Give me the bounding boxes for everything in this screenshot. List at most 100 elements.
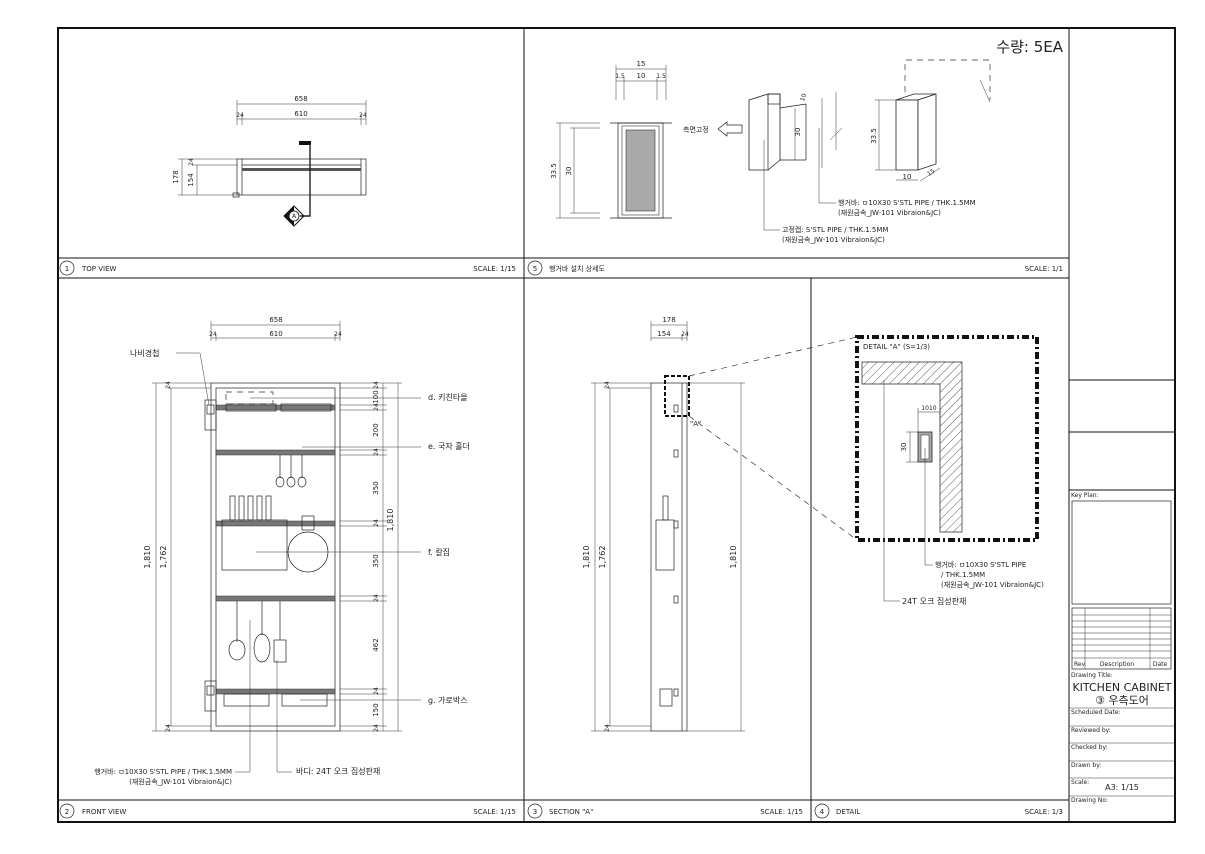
section-marker-a: A (292, 213, 297, 220)
view-label-1: 1 TOP VIEW SCALE: 1/15 (59, 260, 516, 276)
dim-24: 24 (359, 112, 367, 119)
scale-label: Scale: (1071, 779, 1089, 786)
dim-1810: 1,810 (582, 546, 591, 569)
dim-33-5: 33.5 (550, 163, 558, 179)
kitchen-towel-callout: d. 키친타올 (428, 392, 468, 402)
body-callout: 바디: 24T 오크 집성판재 (296, 766, 380, 776)
dim-24: 24 (373, 594, 380, 602)
dim-24: 24 (681, 331, 689, 338)
drawing-subtitle: ③ 우측도어 (1095, 694, 1149, 707)
sheet-scale: A3: 1/15 (1105, 783, 1139, 792)
hangerbar-callout: 행거바: ㅁ10X30 S'STL PIPE / THK.1.5MM (838, 198, 976, 207)
view-label-2: 2 FRONT VIEW SCALE: 1/15 (59, 803, 516, 819)
view-label-5: 5 행거바 설치 상세도 SCALE: 1/1 (527, 260, 1063, 276)
drawing-title: KITCHEN CABINET (1072, 681, 1171, 694)
dim-1-5: 1.5 (615, 73, 625, 80)
knife-block-callout: f. 칼집 (428, 547, 450, 557)
dim-610: 610 (294, 110, 307, 118)
clamp-callout: 고정캡: S'STL PIPE / THK.1.5MM (782, 225, 888, 234)
hangerbar-callout: 행거바: ㅁ10X30 S'STL PIPE (935, 560, 1026, 569)
dim-24: 24 (373, 519, 380, 527)
dim-24: 24 (373, 724, 380, 732)
hangerbar-callout-maker: (재원금속_JW-101 Vibraion&JC) (838, 208, 941, 217)
dim-24: 24 (373, 381, 380, 389)
detail-a-marker: "A" (690, 420, 701, 428)
clamp-callout-maker: (재원금속_JW-101 Vibraion&JC) (782, 235, 885, 244)
view-title: 행거바 설치 상세도 (549, 264, 606, 273)
dim-154: 154 (657, 330, 671, 338)
dim-200: 200 (372, 423, 380, 436)
dim-30: 30 (900, 443, 908, 452)
side-fix-label: 측면고정 (683, 125, 709, 134)
hangerbar-callout-thk: / THK.1.5MM (941, 571, 985, 579)
section-a-view: 178 154 24 "A" 1,810 1,762 24 24 1,810 (582, 316, 858, 732)
date-header: Date (1153, 661, 1168, 668)
scheduled-date-label: Scheduled Date: (1071, 709, 1121, 716)
ladle-set (275, 455, 307, 488)
drawing-title-label: Drawing Title: (1071, 672, 1113, 679)
dim-350: 350 (372, 481, 380, 494)
view-title: DETAIL (836, 808, 860, 816)
dim-24: 24 (604, 381, 611, 389)
view-title: SECTION "A" (549, 808, 593, 816)
reviewed-by-label: Reviewed by: (1071, 727, 1111, 734)
view-scale: SCALE: 1/15 (760, 808, 803, 816)
view-title: FRONT VIEW (82, 808, 126, 816)
utensil-set (228, 601, 287, 663)
rev-header: Rev (1074, 661, 1086, 668)
dim-178: 178 (662, 316, 675, 324)
title-block: Key Plan: Rev Description Date Drawing T… (1069, 379, 1175, 804)
caddy-callout: g. 가로박스 (428, 695, 468, 705)
hangerbar-callout-maker: (재원금속_JW-101 Vibraion&JC) (941, 580, 1044, 589)
hinge-callout: 나비경첩 (130, 348, 159, 358)
dim-10: 10 (903, 173, 912, 181)
dim-30: 30 (565, 167, 573, 176)
hangerbar-callout: 행거바: ㅁ10X30 S'STL PIPE / THK.1.5MM (94, 767, 232, 776)
dim-1762: 1,762 (159, 546, 168, 569)
dim-15: 15 (926, 168, 936, 178)
oak-panel-callout: 24T 오크 집성판재 (902, 596, 966, 606)
dim-33-5: 33.5 (870, 128, 878, 144)
dim-24: 24 (165, 381, 172, 389)
dim-178: 178 (172, 170, 180, 183)
hanger-bar-detail: 수량: 5EA 15 10 1.5 1.5 33.5 30 측면고정 (550, 38, 1064, 244)
dim-1762: 1,762 (598, 546, 607, 569)
dim-100: 100 (372, 390, 380, 403)
revision-table: Rev Description Date (1072, 608, 1171, 669)
dim-30: 30 (794, 128, 802, 137)
dim-24: 24 (165, 724, 172, 732)
detail-a-title: DETAIL "A" (S=1/3) (863, 343, 930, 351)
key-plan-label: Key Plan: (1071, 492, 1099, 499)
description-header: Description (1100, 661, 1134, 668)
view-number: 3 (533, 808, 537, 816)
dim-24: 24 (604, 724, 611, 732)
view-title: TOP VIEW (81, 265, 117, 273)
view-number: 5 (533, 265, 537, 273)
dim-154: 154 (187, 173, 195, 187)
top-view: 658 610 24 24 178 154 24 A (172, 95, 367, 227)
view-number: 2 (65, 808, 69, 816)
ladle-holder-callout: e. 국자 홀더 (428, 441, 470, 451)
dim-24: 24 (188, 158, 195, 166)
dim-15: 15 (637, 60, 646, 68)
dim-10: 10 (799, 93, 808, 103)
quantity-note: 수량: 5EA (996, 38, 1063, 56)
view-number: 1 (65, 265, 69, 273)
view-label-4: 4 DETAIL SCALE: 1/3 (814, 803, 1063, 819)
view-scale: SCALE: 1/1 (1025, 265, 1063, 273)
dim-24: 24 (236, 112, 244, 119)
dim-24: 24 (373, 403, 380, 411)
dim-658: 658 (294, 95, 307, 103)
dim-1810: 1,810 (143, 546, 152, 569)
dim-350: 350 (372, 554, 380, 567)
knife-set (229, 495, 272, 521)
dim-1810: 1,810 (729, 546, 738, 569)
detail-a-view: DETAIL "A" (S=1/3) 1010 30 행거바: ㅁ10X30 S… (855, 335, 1044, 606)
sheet-frame (57, 27, 1176, 823)
dim-658: 658 (269, 316, 282, 324)
dim-1-5: 1.5 (656, 73, 666, 80)
drawn-by-label: Drawn by: (1071, 762, 1101, 769)
view-label-3: 3 SECTION "A" SCALE: 1/15 (527, 803, 803, 819)
